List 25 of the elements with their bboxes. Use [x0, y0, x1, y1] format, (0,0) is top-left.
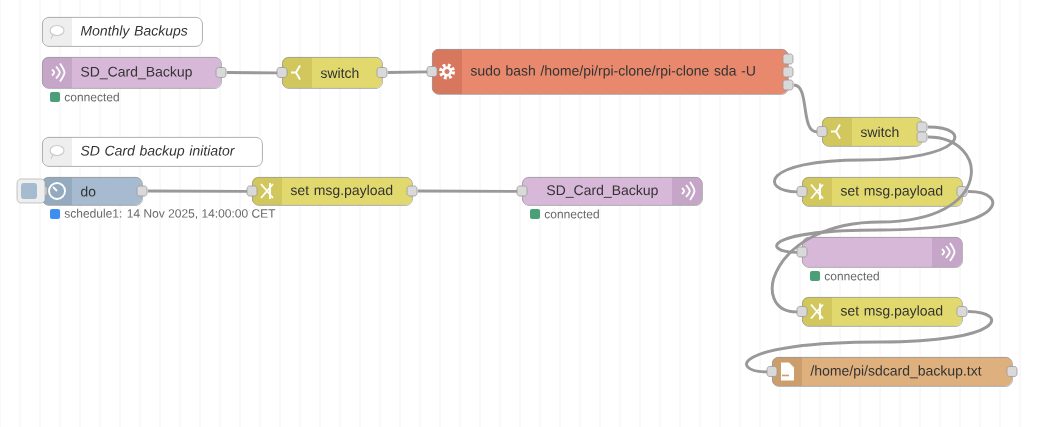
flow-node: sudo bash /home/pi/rpi-clone/rpi-clone sda -U — [426, 49, 794, 95]
flow-node: set msg.payload — [796, 297, 968, 327]
flow-node: set msg.payload — [246, 177, 418, 206]
flow-node: switch — [276, 57, 388, 89]
wire — [771, 135, 973, 314]
status-text: connected — [64, 92, 119, 102]
flow-node: Monthly Backups — [42, 17, 203, 47]
flow-node — [796, 237, 963, 268]
wire — [775, 190, 994, 254]
flow-node: set msg.payload — [796, 177, 968, 207]
flow-node: SD_Card_Backup — [516, 177, 703, 206]
flow-node: SD_Card_Backup — [42, 57, 227, 89]
wire — [226, 71, 278, 75]
flow-node: /home/pi/sdcard_backup.txt — [766, 357, 1018, 387]
flow-node: switch — [816, 117, 928, 147]
status-text: connected — [544, 209, 599, 219]
wire — [773, 125, 957, 194]
wire — [793, 83, 818, 134]
status-text: connected — [824, 271, 879, 281]
wire — [147, 189, 247, 193]
wire — [387, 70, 428, 74]
flow-node: SD Card backup initiator — [42, 137, 263, 167]
wire — [417, 189, 517, 193]
status-text: schedule1: 14 Nov 2025, 14:00:00 CET — [64, 208, 276, 220]
wire — [745, 310, 993, 374]
